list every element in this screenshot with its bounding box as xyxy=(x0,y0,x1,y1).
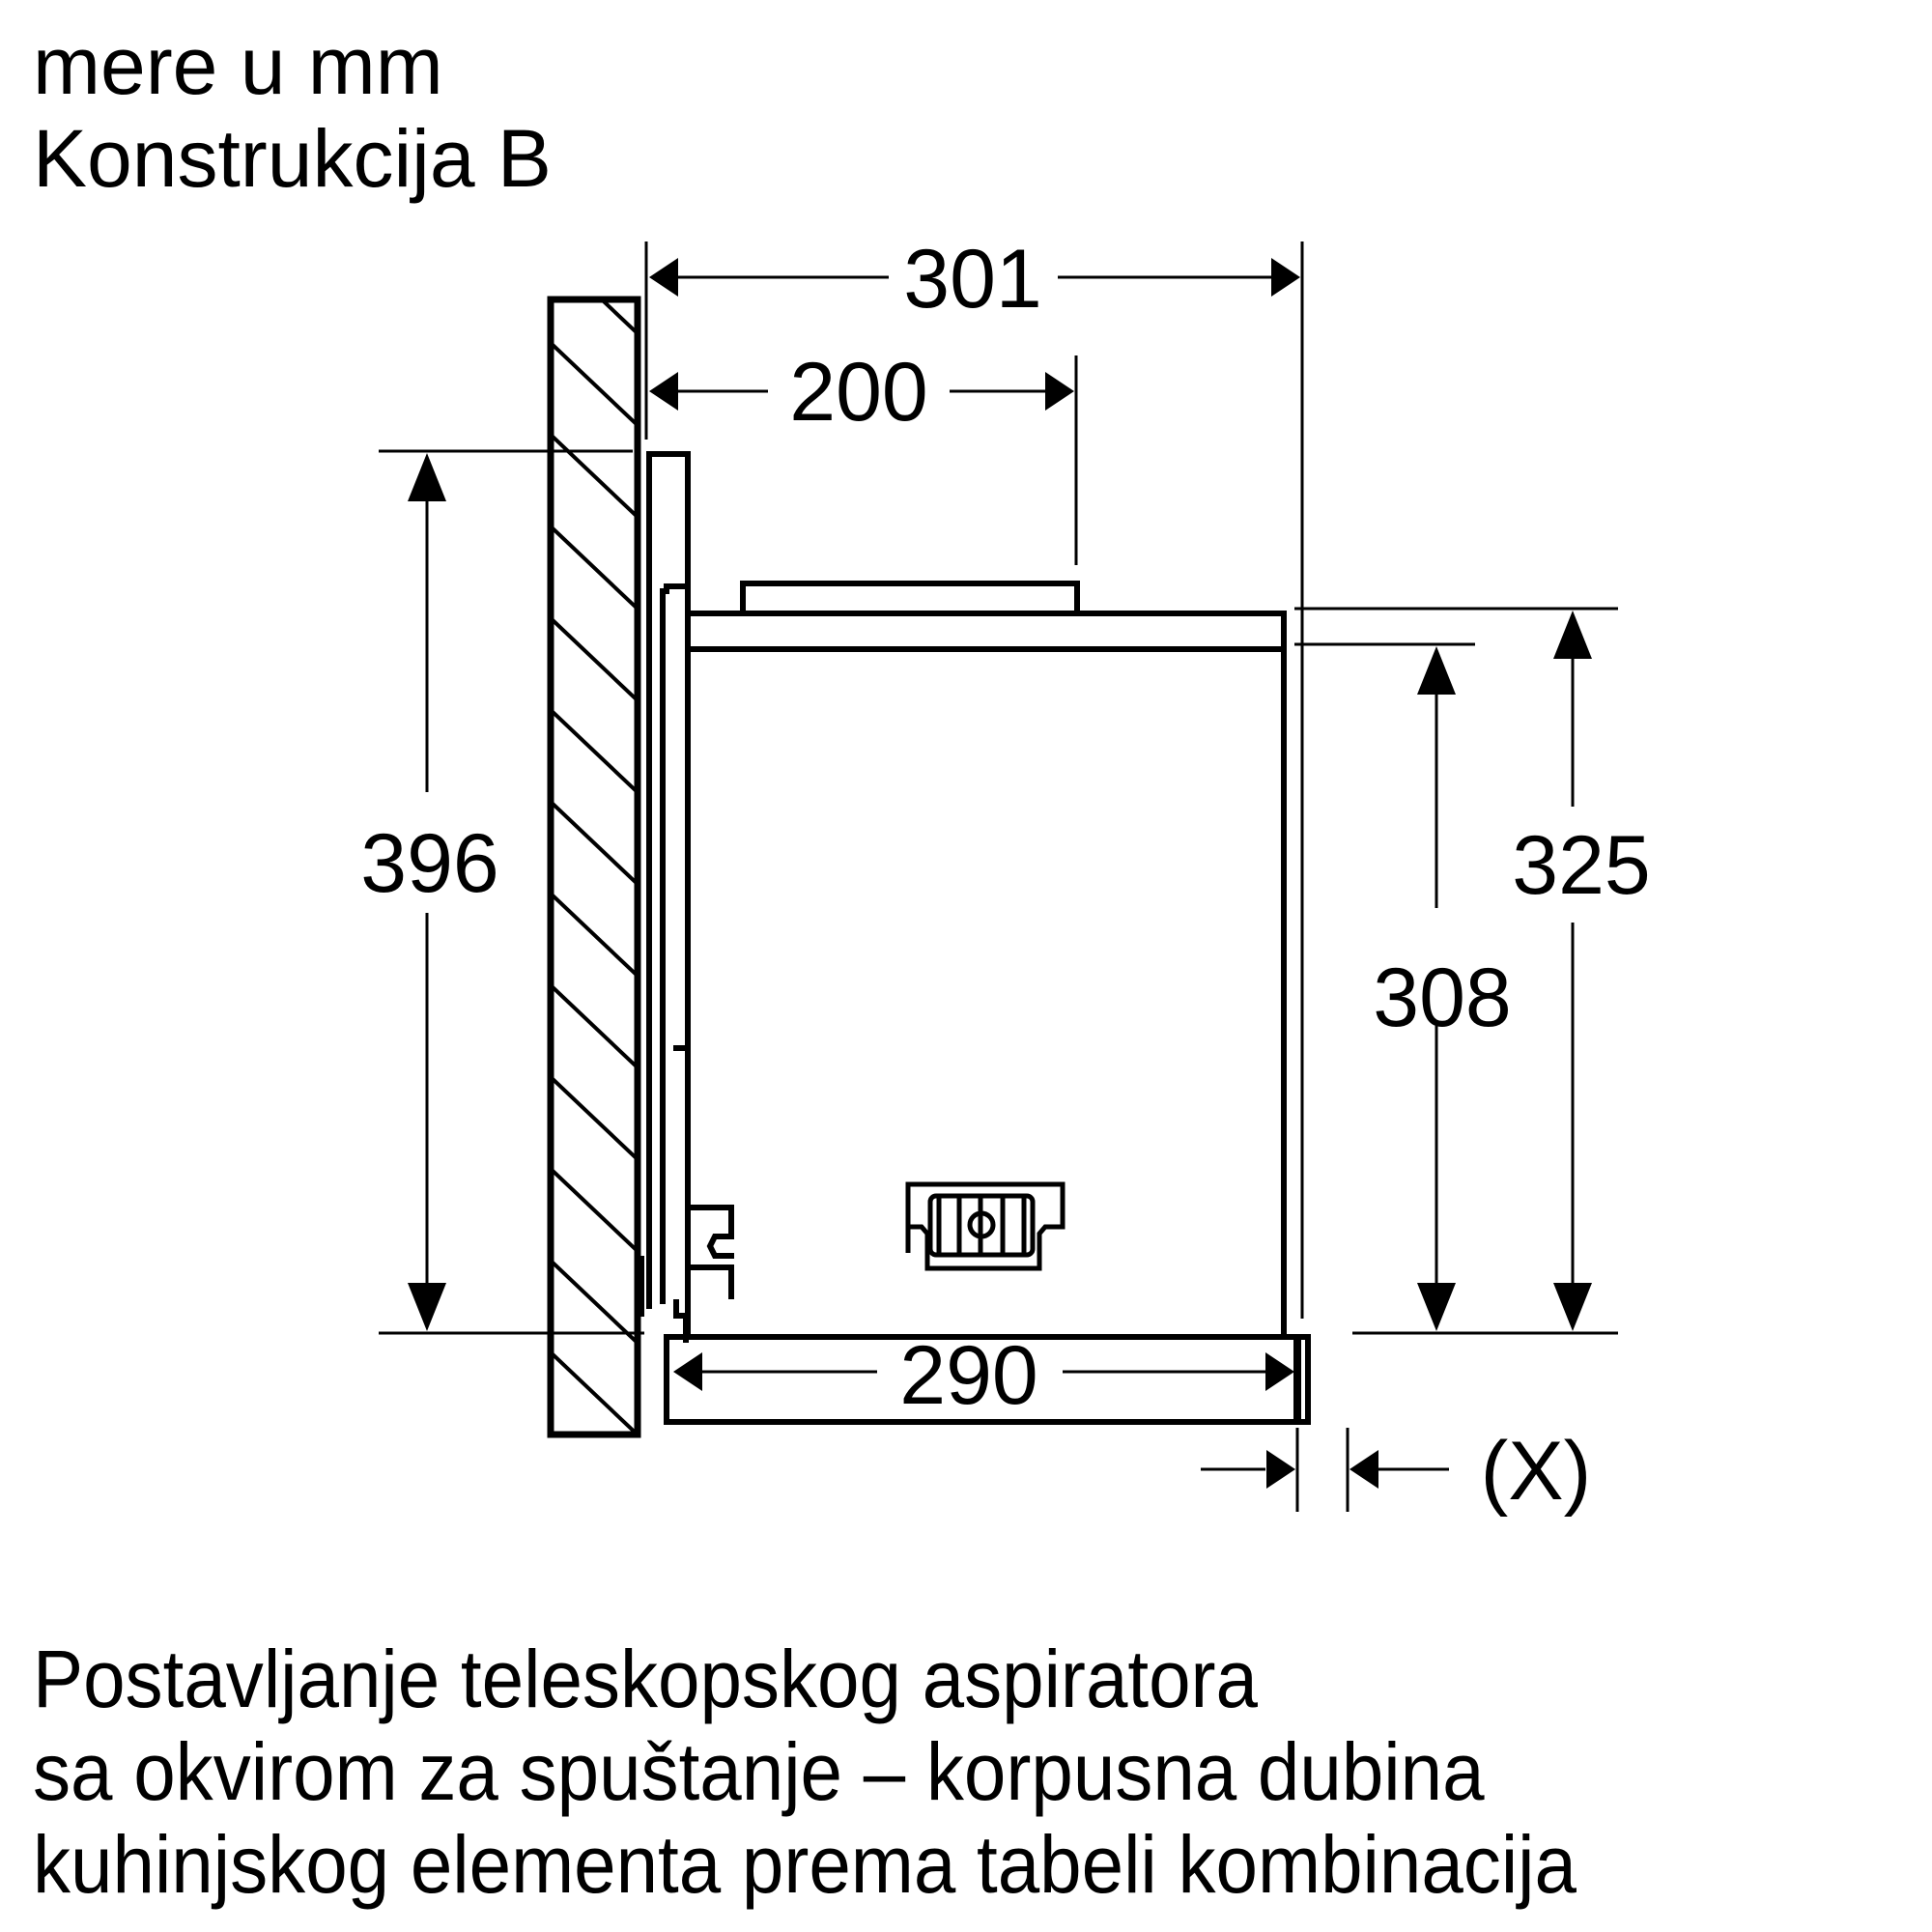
hood-body xyxy=(685,581,1287,1340)
dim-308-label: 308 xyxy=(1373,952,1512,1044)
dim-x-label: (X) xyxy=(1481,1425,1592,1518)
header: mere u mm Konstrukcija B xyxy=(33,19,552,205)
caption: Postavljanje teleskopskog aspiratora sa … xyxy=(33,1633,1577,1911)
dimension-lines xyxy=(379,242,1618,1512)
duct-collar xyxy=(740,581,1080,616)
fan-motor-icon xyxy=(905,1181,1065,1271)
dim-200-label: 200 xyxy=(789,346,928,439)
wall-section xyxy=(547,296,641,1438)
dim-301-label: 301 xyxy=(903,233,1042,326)
caption-line-2: sa okvirom za spuštanje – korpusna dubin… xyxy=(33,1726,1485,1817)
units-label: mere u mm xyxy=(33,20,443,111)
dim-396-label: 396 xyxy=(360,817,499,910)
construction-label: Konstrukcija B xyxy=(33,113,552,204)
dim-290-label: 290 xyxy=(899,1329,1038,1422)
telescopic-visor xyxy=(664,1334,1311,1425)
caption-line-1: Postavljanje teleskopskog aspiratora xyxy=(33,1634,1259,1724)
caption-line-3: kuhinjskog elementa prema tabeli kombina… xyxy=(33,1819,1577,1910)
dim-325-label: 325 xyxy=(1512,819,1651,912)
